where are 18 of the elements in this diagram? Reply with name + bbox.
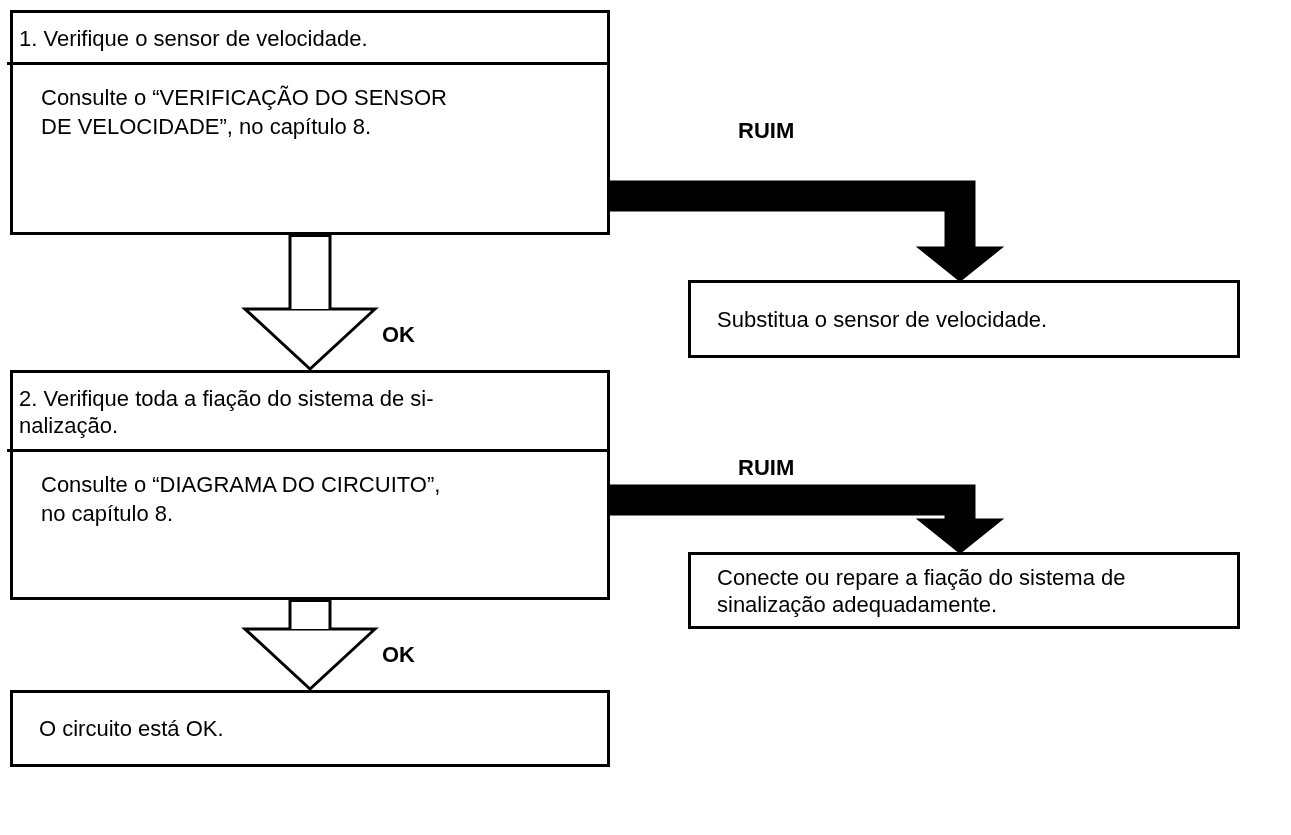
- step-heading: 1. Verifique o sensor de velocidade.: [19, 25, 369, 52]
- edge-label: RUIM: [738, 118, 795, 144]
- process-box: [10, 10, 610, 235]
- process-box: [688, 552, 1240, 629]
- step-heading: 2. Verifique toda a fiação do sistema de si- nalização.: [19, 385, 435, 439]
- edge-label: RUIM: [738, 455, 795, 481]
- thick-arrow: [608, 484, 1005, 554]
- edge-label: OK: [382, 322, 415, 348]
- step-instruction: Consulte o “DIAGRAMA DO CIRCUITO”, no capítulo 8.: [40, 471, 442, 528]
- box-text: O circuito está OK.: [38, 715, 225, 742]
- process-box: [10, 690, 610, 767]
- process-box: [10, 370, 610, 600]
- box-text: Substitua o sensor de velocidade.: [716, 305, 1049, 333]
- thick-arrow: [608, 180, 1005, 282]
- process-box: [688, 280, 1240, 358]
- step-instruction: Consulte o “VERIFICAÇÃO DO SENSOR DE VELOCIDADE”, no capítulo 8.: [40, 84, 448, 141]
- box-text: Conecte ou repare a fiação do sistema de sinalização adequadamente.: [716, 563, 1127, 618]
- edge-label: OK: [382, 642, 415, 668]
